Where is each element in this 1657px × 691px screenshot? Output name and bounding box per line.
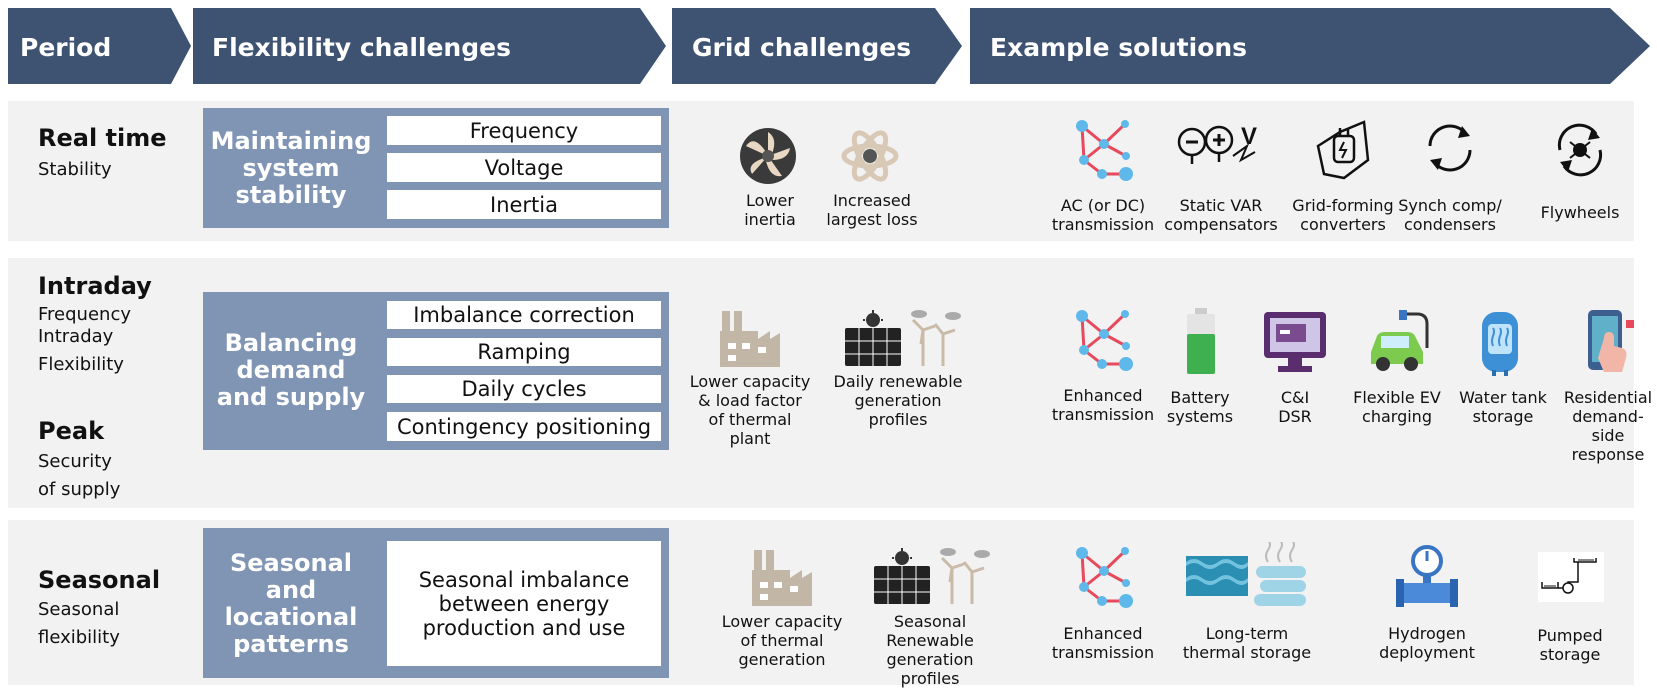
hydrogen-pipe-icon bbox=[1396, 545, 1458, 607]
cycle-arrows-icon bbox=[1428, 124, 1472, 172]
period-title-intraday: Intraday bbox=[38, 272, 152, 300]
solar-wind-icon-seasonal bbox=[874, 548, 990, 604]
header-grid: Grid challenges bbox=[692, 32, 912, 62]
atom-icon bbox=[841, 130, 899, 182]
header-arrows bbox=[8, 8, 1650, 84]
monitor-icon bbox=[1264, 312, 1326, 372]
caption-synch-comp: Synch comp/condensers bbox=[1398, 196, 1502, 234]
period-title-peak: Peak bbox=[38, 417, 105, 445]
bulb-compensator-icon: V bbox=[1177, 123, 1257, 164]
thermal-storage-icon bbox=[1186, 542, 1306, 606]
plug-converter-icon bbox=[1316, 120, 1370, 180]
caption-flywheels: Flywheels bbox=[1540, 203, 1620, 222]
chip-contingency: Contingency positioning bbox=[386, 411, 662, 442]
chip-ramping: Ramping bbox=[386, 337, 662, 367]
period-title-realtime: Real time bbox=[38, 124, 167, 152]
network-icon-seasonal bbox=[1076, 547, 1133, 608]
chip-daily-cycles: Daily cycles bbox=[386, 374, 662, 404]
chip-frequency: Frequency bbox=[386, 115, 662, 146]
chip-voltage: Voltage bbox=[386, 152, 662, 183]
factory-icon bbox=[720, 311, 780, 367]
header-period: Period bbox=[20, 32, 112, 62]
water-tank-icon bbox=[1482, 312, 1518, 376]
pumped-storage-icon bbox=[1538, 552, 1604, 602]
factory-icon-seasonal bbox=[752, 550, 812, 606]
svg-text:V: V bbox=[1241, 123, 1257, 150]
solar-wind-icon bbox=[845, 310, 961, 366]
flywheel-icon bbox=[1557, 123, 1603, 177]
turbine-icon bbox=[740, 128, 796, 184]
network-icon bbox=[1076, 120, 1133, 181]
header-period-shape bbox=[8, 8, 191, 84]
chip-inertia: Inertia bbox=[386, 189, 662, 220]
period-sub-realtime: Stability bbox=[38, 159, 112, 180]
battery-icon bbox=[1187, 308, 1215, 374]
period-title-seasonal: Seasonal bbox=[38, 566, 161, 594]
chip-imbalance-correction: Imbalance correction bbox=[386, 300, 662, 330]
header-solutions: Example solutions bbox=[990, 32, 1248, 62]
phone-touch-icon bbox=[1588, 310, 1634, 372]
header-flex-shape bbox=[193, 8, 666, 84]
header-solutions-shape bbox=[970, 8, 1650, 84]
ev-car-icon bbox=[1371, 310, 1429, 371]
network-icon-intraday bbox=[1076, 310, 1133, 371]
header-flexibility: Flexibility challenges bbox=[212, 32, 511, 62]
caption-ac-dc: AC (or DC)transmission bbox=[1051, 196, 1155, 234]
header-grid-shape bbox=[672, 8, 962, 84]
